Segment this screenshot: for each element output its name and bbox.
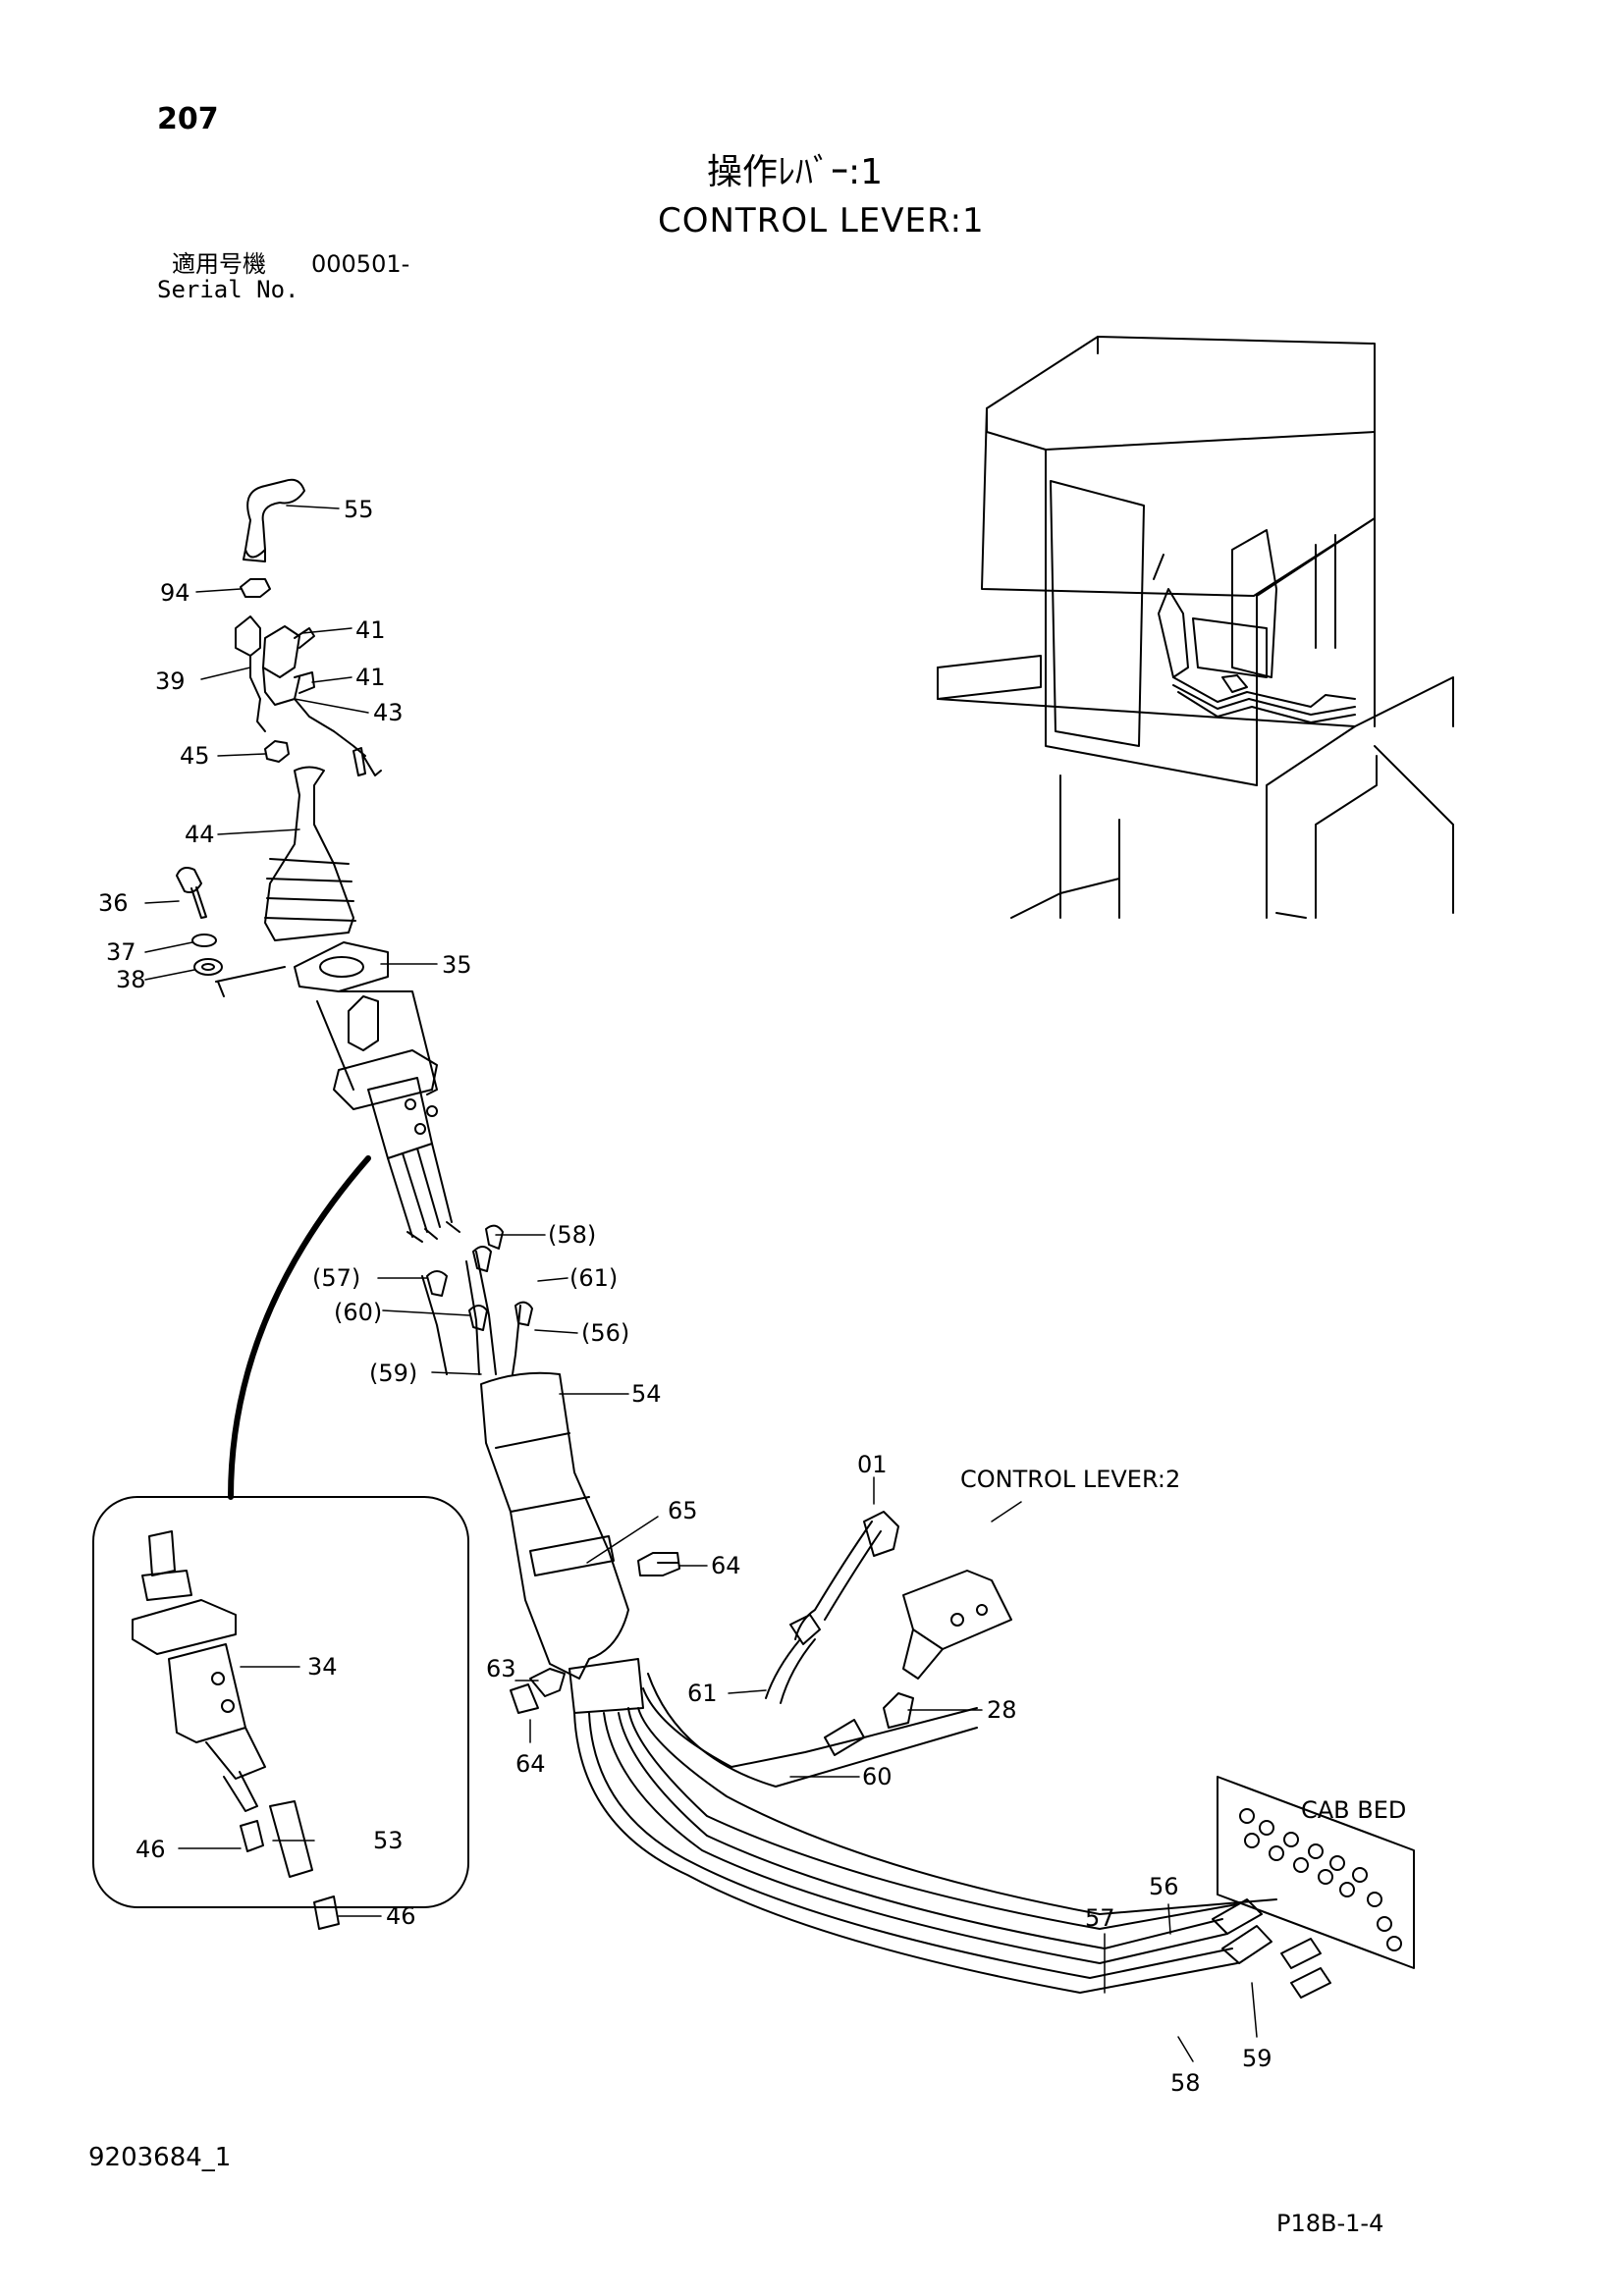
title-english: CONTROL LEVER:1 — [658, 201, 985, 240]
callout-59: 59 — [1242, 2045, 1272, 2072]
callout-46-lower: 46 — [386, 1902, 416, 1930]
callout-28: 28 — [987, 1696, 1017, 1724]
callout-34: 34 — [307, 1653, 338, 1681]
callout-38: 38 — [116, 966, 146, 993]
callout-60-paren: (60) — [334, 1299, 382, 1326]
callout-44: 44 — [185, 821, 215, 848]
cab-overview-illustration — [937, 336, 1454, 919]
detail-pointer-arrow — [228, 1155, 371, 1500]
cab-bed-plate — [1212, 1776, 1415, 1999]
leader-lines — [144, 505, 1258, 2062]
callout-labels: 55 94 41 39 41 43 45 44 36 37 38 35 (58)… — [98, 496, 1406, 2097]
serial-label-english: Serial No. — [157, 276, 299, 303]
callout-59-paren: (59) — [369, 1360, 417, 1387]
hose-bundle — [421, 1224, 1277, 1994]
callout-64-lower: 64 — [515, 1750, 546, 1778]
callout-35: 35 — [442, 951, 472, 979]
callout-45: 45 — [180, 742, 210, 770]
detail-inset-box — [92, 1496, 469, 1930]
callout-54: 54 — [631, 1380, 662, 1408]
callout-57-paren: (57) — [312, 1264, 360, 1292]
reference-cab-bed: CAB BED — [1301, 1796, 1406, 1824]
callout-57: 57 — [1085, 1904, 1115, 1932]
callout-41-lower: 41 — [355, 664, 386, 691]
callout-61-paren: (61) — [569, 1264, 618, 1292]
callout-58: 58 — [1170, 2069, 1201, 2097]
serial-number-value: 000501- — [311, 250, 410, 278]
page-reference: P18B-1-4 — [1276, 2210, 1384, 2237]
control-lever-2-valve — [765, 1511, 1012, 1756]
callout-36: 36 — [98, 889, 129, 917]
callout-01: 01 — [857, 1451, 888, 1478]
callout-58-paren: (58) — [548, 1221, 596, 1249]
callout-37: 37 — [106, 938, 136, 966]
callout-64-upper: 64 — [711, 1552, 741, 1579]
callout-94: 94 — [160, 579, 190, 607]
callout-46-left: 46 — [135, 1836, 166, 1863]
reference-control-lever-2: CONTROL LEVER:2 — [960, 1466, 1180, 1493]
page-number: 207 — [157, 102, 219, 136]
serial-label-japanese: 適用号機 — [172, 250, 266, 278]
callout-61: 61 — [687, 1680, 718, 1707]
callout-56: 56 — [1149, 1873, 1179, 1900]
document-code: 9203684_1 — [88, 2143, 232, 2172]
callout-55: 55 — [344, 496, 374, 523]
callout-53: 53 — [373, 1827, 404, 1854]
callout-56-paren: (56) — [581, 1319, 629, 1347]
callout-39: 39 — [155, 667, 186, 695]
callout-65: 65 — [668, 1497, 698, 1524]
callout-63: 63 — [486, 1655, 516, 1682]
callout-41-upper: 41 — [355, 616, 386, 644]
lever-grip-assembly — [176, 478, 460, 1243]
callout-43: 43 — [373, 699, 404, 726]
callout-60: 60 — [862, 1763, 893, 1790]
title-japanese: 操作ﾚﾊﾞｰ:1 — [707, 152, 884, 192]
